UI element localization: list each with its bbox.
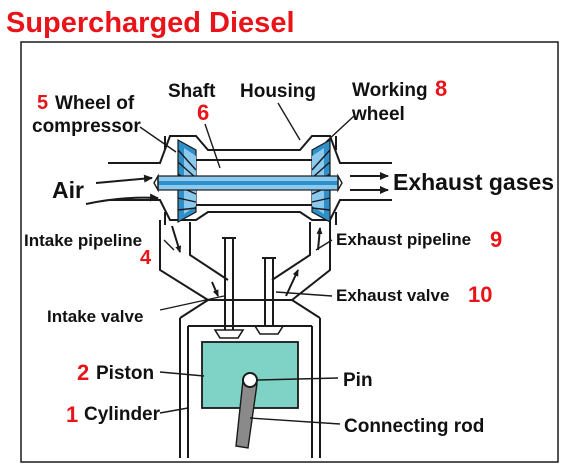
compressor-wheel (177, 138, 197, 224)
shaft-label: Shaft (168, 81, 216, 102)
diagram-frame (20, 41, 559, 463)
exhaust-valve-label: Exhaust valve (336, 286, 449, 305)
working-wheel-number: 8 (435, 76, 447, 101)
shaft-number: 6 (197, 100, 209, 125)
cylinder-number: 1 (66, 402, 78, 427)
exhaust-flow-arrow (285, 269, 299, 297)
intake-pipeline-number: 4 (140, 247, 152, 269)
connecting-rod-label: Connecting rod (344, 416, 484, 437)
cylinder-label: Cylinder (84, 404, 161, 425)
diagram-title: Supercharged Diesel (6, 7, 295, 39)
working-wheel-label-2: wheel (351, 104, 405, 125)
pin-label: Pin (343, 370, 373, 391)
piston-label: Piston (96, 363, 154, 384)
flow-arrows (85, 172, 389, 297)
piston-number: 2 (77, 360, 89, 385)
exhaust-gases-label: Exhaust gases (393, 169, 554, 195)
air-in-arrow-2 (85, 193, 159, 205)
exhaust-pipeline-number: 9 (490, 227, 502, 252)
intake-pipeline (159, 220, 229, 301)
air-in-arrow (95, 174, 153, 184)
exhaust-valve-shape (253, 257, 285, 335)
exhaust-flow-arrow-2 (316, 227, 323, 251)
intake-flow-arrow (171, 225, 182, 253)
wheel-of-compressor-number: 5 (37, 92, 48, 114)
exhaust-valve-number: 10 (468, 282, 492, 307)
working-wheel-label-1: Working (352, 80, 428, 101)
cylinder-body (179, 299, 321, 458)
exhaust-pipeline-label: Exhaust pipeline (336, 230, 471, 249)
wheel-of-compressor-label-2: compressor (32, 116, 141, 137)
intake-valve-label: Intake valve (47, 307, 143, 326)
intake-flow-arrow-2 (211, 281, 219, 297)
turbo-housing (108, 135, 392, 225)
leader-lines (139, 102, 355, 425)
intake-pipeline-label: Intake pipeline (24, 231, 142, 250)
housing-label: Housing (240, 81, 316, 102)
piston-pin-shape (242, 372, 258, 388)
air-label: Air (52, 177, 84, 203)
intake-valve-shape (213, 237, 245, 339)
turbo-shaft (153, 173, 343, 193)
exhaust-pipeline (271, 220, 331, 301)
wheel-of-compressor-label-1: Wheel of (55, 93, 135, 114)
